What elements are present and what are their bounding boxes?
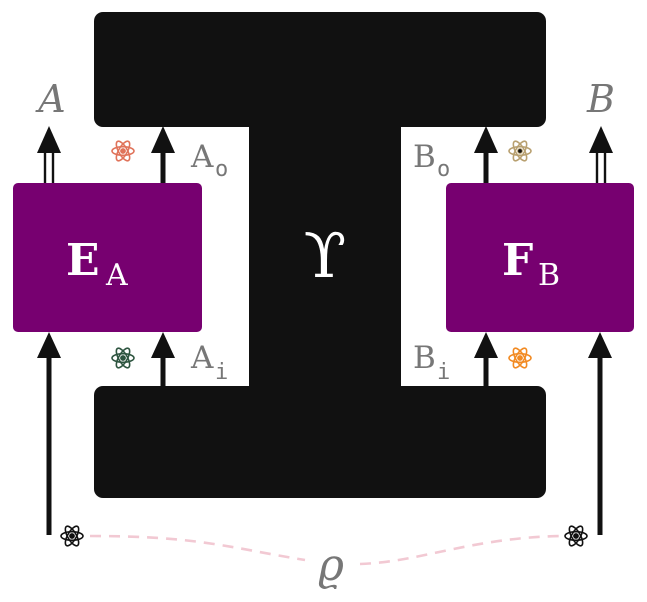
channel-symbol: ϒ xyxy=(304,219,347,292)
box-left-label-main: E xyxy=(66,235,100,286)
double-arrow-up-icon xyxy=(589,126,613,183)
arrow-left-input xyxy=(37,332,61,535)
label-port-a-out-sub: o xyxy=(215,157,228,182)
arrow-a-out xyxy=(151,126,175,183)
box-right-label-main: F xyxy=(502,235,533,286)
atom-icon xyxy=(111,138,135,164)
box-left-label-sub: A xyxy=(105,258,128,293)
atom-icon xyxy=(111,345,135,371)
box-right xyxy=(446,183,634,332)
label-port-b-in: B i xyxy=(413,340,450,385)
channel-bottom-bar xyxy=(94,386,546,498)
label-port-b-out: B o xyxy=(413,139,450,182)
label-port-a-out: A o xyxy=(190,139,228,182)
entanglement-dashed-link xyxy=(89,534,561,566)
box-right-label: F B xyxy=(502,235,560,293)
label-port-a-in-sub: i xyxy=(215,360,228,385)
label-port-a-in-main: A xyxy=(190,340,214,376)
channel-top-bar xyxy=(94,12,546,127)
box-left xyxy=(13,183,202,332)
atom-icon xyxy=(508,345,532,371)
atom-icon xyxy=(564,523,588,549)
arrow-b-in xyxy=(474,332,498,386)
arrow-a-in xyxy=(151,332,175,386)
arrow-b-out xyxy=(474,126,498,183)
label-port-b-in-main: B xyxy=(413,340,436,376)
double-arrow-up-icon xyxy=(37,126,61,183)
label-port-b-out-sub: o xyxy=(437,157,450,182)
label-port-a-in: A i xyxy=(190,340,228,385)
channel-shape xyxy=(94,12,546,498)
box-right-label-sub: B xyxy=(538,258,560,293)
state-symbol: ϱ xyxy=(318,540,344,591)
atom-icon xyxy=(60,523,84,549)
arrow-right-input xyxy=(588,332,612,535)
box-left-label: E A xyxy=(66,235,128,293)
channel-stem xyxy=(249,120,401,395)
label-port-b-out-main: B xyxy=(413,139,436,175)
label-output-a: A xyxy=(35,77,65,121)
label-port-b-in-sub: i xyxy=(437,360,450,385)
label-port-a-out-main: A xyxy=(190,139,214,175)
label-output-b: B xyxy=(586,77,615,121)
atom-icon xyxy=(508,138,532,164)
